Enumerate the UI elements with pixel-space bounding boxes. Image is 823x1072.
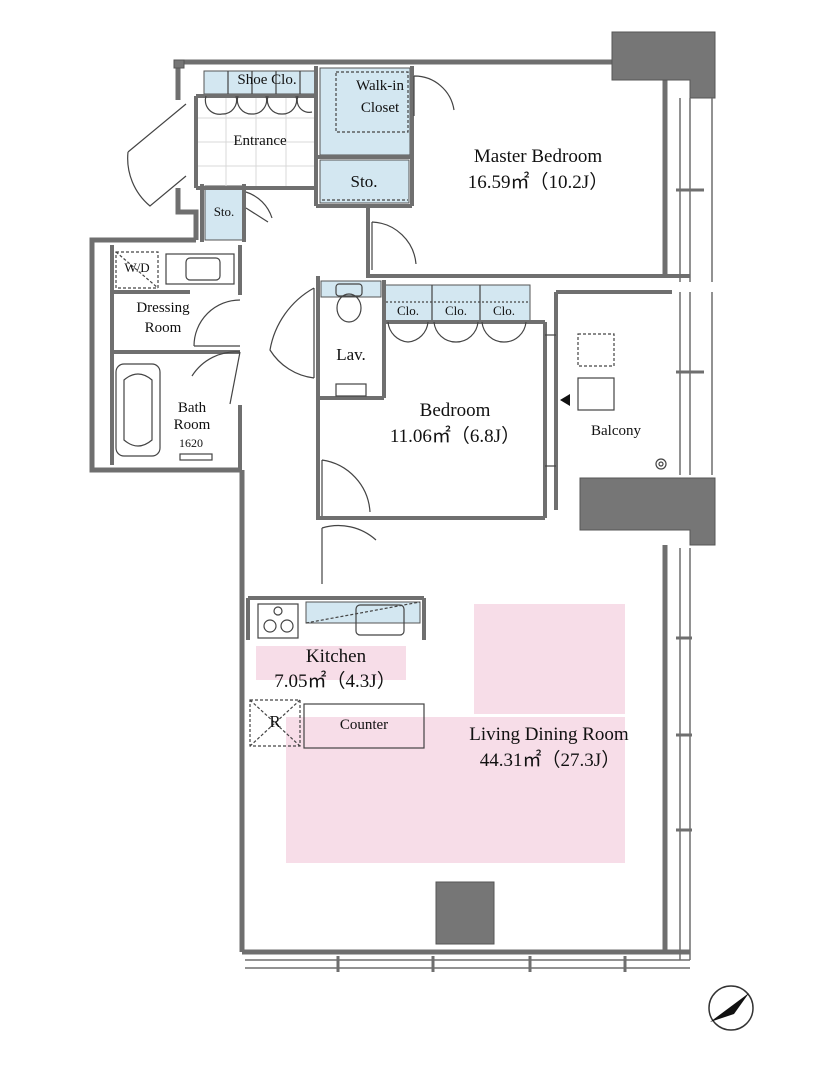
washer-dryer-unit (115, 251, 159, 289)
door-entrance (127, 103, 187, 207)
wall-entrance-stub (173, 59, 185, 69)
walls (89, 59, 690, 955)
counter-box (303, 703, 425, 749)
living-highlight-upper (474, 604, 625, 714)
storage-upper-fill (319, 159, 410, 204)
bath-room-label-1: Bath (177, 400, 207, 416)
shoe-closet-label: Shoe Clo. (237, 72, 297, 88)
balcony-drain (655, 458, 667, 470)
kitchen-highlight (256, 646, 406, 680)
door-bedroom (321, 459, 371, 516)
dressing-room-label-2: Room (144, 320, 182, 336)
closets-fill (384, 284, 531, 322)
door-walk-in (413, 75, 455, 116)
window-mullions (336, 188, 704, 972)
walk-in-closet-label-2: Closet (360, 100, 400, 116)
balcony-label: Balcony (591, 423, 641, 439)
bath-size-label: 1620 (179, 436, 203, 450)
lav-tank (335, 283, 363, 297)
balcony-ac-dashed (577, 333, 615, 367)
living-dining-label: Living Dining Room (469, 724, 629, 745)
walk-in-closet-fill (319, 67, 411, 156)
storage-upper-label: Sto. (350, 172, 378, 191)
dressing-sink (165, 253, 235, 285)
bath-room-label-2: Room (173, 417, 211, 433)
entrance-tiles (196, 96, 316, 188)
doors (127, 75, 527, 584)
north-arrow-icon (708, 985, 754, 1031)
wall-bath-block (89, 237, 242, 473)
door-bath (191, 351, 241, 405)
balcony-arrow (560, 394, 570, 406)
closet-1-label: Clo. (396, 303, 420, 318)
column-living (435, 881, 495, 945)
columns (173, 31, 716, 945)
living-highlight-areas (256, 604, 625, 863)
cooktop (257, 603, 299, 639)
kitchen-sink (355, 604, 405, 636)
master-bedroom-area: 16.59㎡（10.2J） (467, 172, 609, 193)
counter-label: Counter (339, 717, 389, 733)
door-living (321, 524, 377, 584)
kitchen-label: Kitchen (305, 646, 367, 667)
washer-dryer-label: W/D (124, 260, 150, 275)
column-mid-right (579, 477, 716, 546)
walk-in-closet-label-1: Walk-in (356, 78, 404, 94)
door-lav (269, 287, 315, 379)
storage-fills (203, 67, 531, 624)
bathtub (115, 363, 161, 457)
living-dining-area: 44.31㎡（27.3J） (479, 750, 621, 771)
closet-3-label: Clo. (492, 303, 516, 318)
lav-label: Lav. (336, 345, 366, 364)
refrigerator-box (249, 699, 301, 747)
door-dressing (193, 299, 241, 347)
bedroom-label: Bedroom (419, 400, 491, 421)
storage-lower-label: Sto. (213, 204, 235, 219)
bedroom-area: 11.06㎡（6.8J） (389, 426, 521, 447)
kitchen-area: 7.05㎡（4.3J） (274, 671, 396, 692)
entrance-label: Entrance (233, 133, 287, 149)
door-storage-lower (245, 191, 273, 223)
door-master (371, 221, 417, 270)
interior-walls (110, 66, 690, 640)
balcony-ac-unit (577, 377, 615, 411)
refrigerator-label: R (269, 712, 281, 731)
living-highlight-lower (286, 717, 625, 863)
closet-2-label: Clo. (444, 303, 468, 318)
dressing-room-label-1: Dressing (136, 300, 190, 316)
fixtures (115, 71, 667, 749)
toilet (336, 293, 362, 323)
wall-entrance-left-lower (175, 188, 199, 240)
master-bedroom-label: Master Bedroom (473, 146, 603, 167)
walk-in-shelf (335, 71, 409, 133)
